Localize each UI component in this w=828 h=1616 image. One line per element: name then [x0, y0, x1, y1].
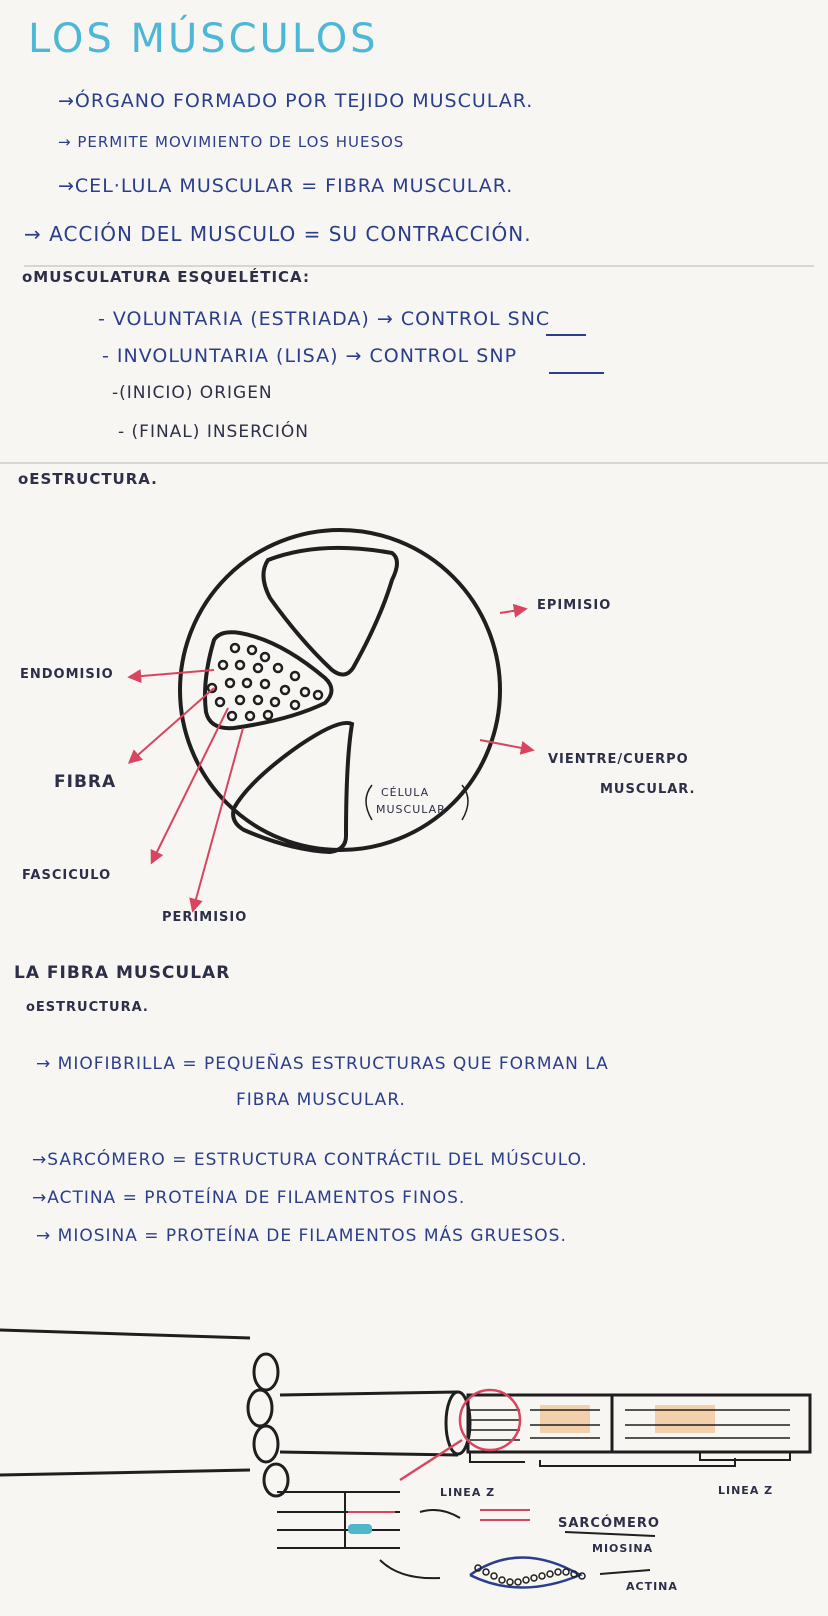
label-sarcomero: SARCÓMERO	[558, 1516, 660, 1531]
label-linea-z-2: LINEA Z	[718, 1484, 773, 1497]
label-miosina: MIOSINA	[592, 1542, 653, 1555]
label-linea-z-1: LINEA Z	[440, 1486, 495, 1499]
label-actina: ACTINA	[626, 1580, 678, 1593]
